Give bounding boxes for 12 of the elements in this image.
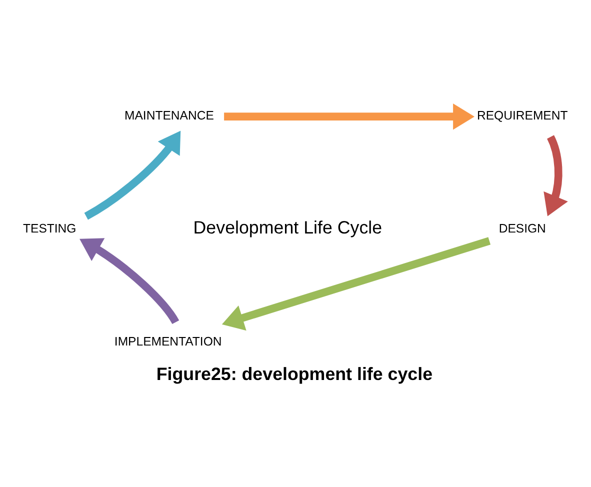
caption: Figure25: development life cycle <box>156 364 433 384</box>
arrow <box>222 236 491 330</box>
node-text: MAINTENANCE <box>124 108 214 122</box>
node-text: DESIGN <box>498 221 546 236</box>
arrow <box>84 130 181 220</box>
label: Development Life Cycle <box>193 217 382 238</box>
arrow <box>80 238 180 324</box>
arrow <box>544 134 568 216</box>
node-text: IMPLEMENTATION <box>114 334 222 348</box>
node-text: REQUIREMENT <box>477 108 568 122</box>
arrow <box>224 102 475 130</box>
node-text: TESTING <box>23 221 76 236</box>
